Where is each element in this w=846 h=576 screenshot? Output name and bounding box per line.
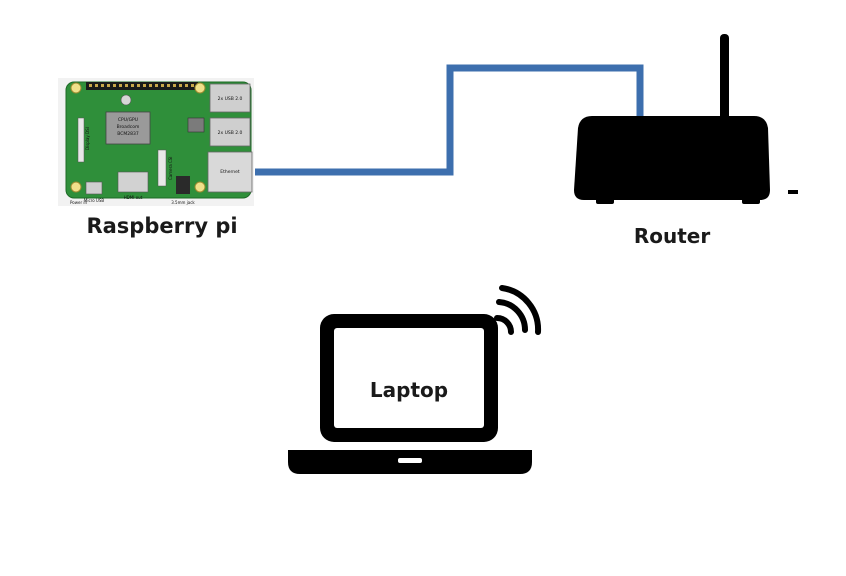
- display-label: Display DSI: [85, 127, 90, 150]
- ethernet-port-label: Ethernet: [220, 169, 240, 175]
- laptop-icon: [288, 314, 532, 474]
- router-label: Router: [634, 224, 711, 248]
- cpu-label-3: BCM2837: [117, 131, 139, 137]
- router-icon: [574, 34, 798, 204]
- cpu-label-1: CPU/GPU: [118, 117, 138, 123]
- camera-label: Camera CSI: [168, 157, 173, 180]
- micro-usb-label: Micro USB: [84, 198, 105, 203]
- raspberry-pi-label: Raspberry pi: [86, 214, 237, 238]
- wifi-icon: [494, 285, 542, 335]
- usb-top-label: 2x USB 2.0: [218, 96, 243, 102]
- usb-bottom-label: 2x USB 2.0: [218, 130, 243, 136]
- hdmi-label: HDMI out: [124, 195, 143, 200]
- power-in-label: Power in: [70, 200, 87, 205]
- raspberry-pi-board: CPU/GPU Broadcom BCM2837 Display DSI Cam…: [58, 78, 254, 206]
- audio-label: 3.5mm jack: [171, 200, 195, 205]
- ethernet-cable: [255, 64, 644, 176]
- laptop-label: Laptop: [370, 378, 448, 402]
- cpu-label-2: Broadcom: [117, 124, 140, 130]
